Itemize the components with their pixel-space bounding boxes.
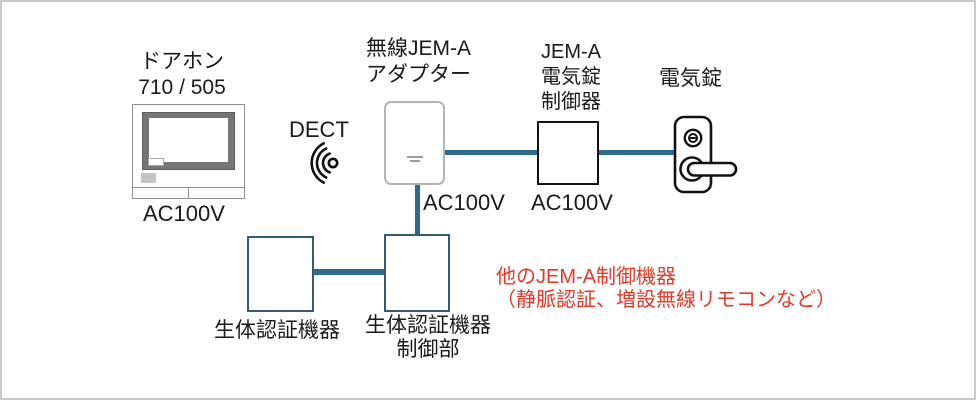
adapter-brand-mark xyxy=(406,155,423,164)
electric-lock-icon xyxy=(673,115,738,194)
doorphone-monitor-icon xyxy=(132,104,245,199)
controller-power-label: AC100V xyxy=(531,190,613,215)
adapter-label-line2: アダプター xyxy=(366,63,471,86)
monitor-button-cell xyxy=(133,188,188,198)
doorphone-power-label: AC100V xyxy=(143,201,225,226)
controller-label: JEM-A 電気錠 制御器 xyxy=(541,40,601,115)
adapter-box-icon xyxy=(384,101,445,185)
bio-controller-label: 生体認証機器 制御部 xyxy=(358,314,498,362)
controller-box-icon xyxy=(537,121,599,185)
adapter-label-line1: 無線JEM-A xyxy=(366,37,471,60)
bio-device-label: 生体認証機器 xyxy=(214,319,340,342)
connector-biodevice-bioctrl xyxy=(313,269,385,275)
lock-label: 電気錠 xyxy=(659,67,722,90)
monitor-screen xyxy=(149,118,228,162)
controller-label-line1: JEM-A xyxy=(541,41,601,63)
monitor-speaker-grille xyxy=(141,173,156,183)
adapter-label: 無線JEM-A アダプター xyxy=(366,36,471,88)
monitor-button-row xyxy=(133,187,244,198)
note-line2: （静脈認証、増設無線リモコンなど） xyxy=(496,289,836,311)
note-line1: 他のJEM-A制御機器 xyxy=(496,266,676,288)
other-jema-devices-note: 他のJEM-A制御機器 （静脈認証、増設無線リモコンなど） xyxy=(496,266,836,312)
doorphone-label: ドアホン 710 / 505 xyxy=(120,49,244,101)
dect-label: DECT xyxy=(289,117,349,142)
doorphone-label-line2: 710 / 505 xyxy=(138,76,226,99)
monitor-bezel xyxy=(142,112,235,170)
bio-controller-label-line1: 生体認証機器 xyxy=(365,314,491,337)
connector-controller-lock xyxy=(599,150,676,155)
radio-waves-icon xyxy=(310,142,339,184)
monitor-button-cell xyxy=(188,188,244,198)
adapter-power-label: AC100V xyxy=(423,190,505,215)
monitor-screen-button xyxy=(148,158,164,166)
connector-adapter-controller xyxy=(445,150,537,155)
bio-controller-label-line2: 制御部 xyxy=(396,338,460,361)
controller-label-line3: 制御器 xyxy=(541,91,601,113)
bio-controller-box-icon xyxy=(384,234,450,312)
connector-adapter-bioctrl xyxy=(415,184,420,235)
controller-label-line2: 電気錠 xyxy=(541,66,601,88)
bio-device-box-icon xyxy=(247,236,314,312)
doorphone-label-line1: ドアホン xyxy=(140,50,224,73)
